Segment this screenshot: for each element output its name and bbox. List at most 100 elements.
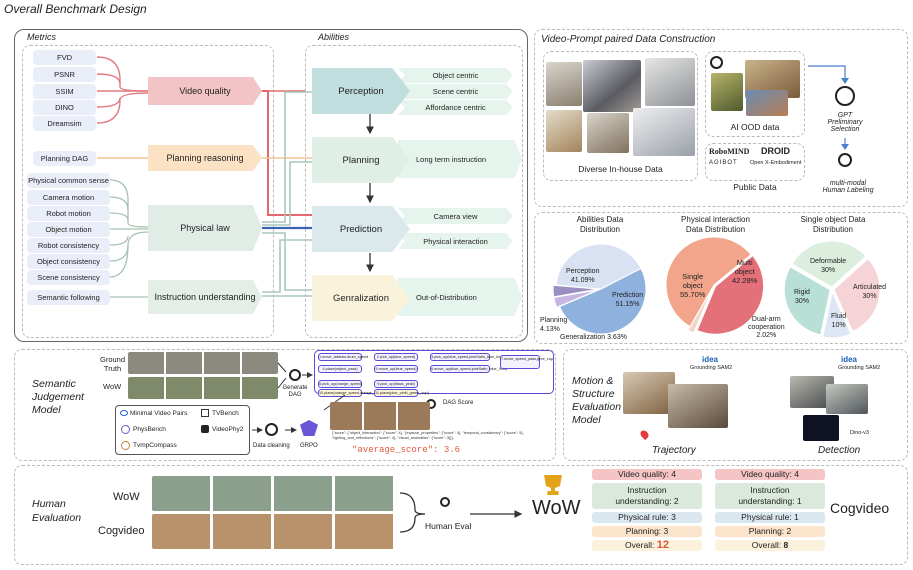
inhouse-image-4 <box>546 110 582 152</box>
inhouse-image-6 <box>633 108 695 156</box>
tvbench-icon <box>201 409 209 417</box>
category-physical-law: Physical law <box>148 205 262 251</box>
grpo-icon <box>300 420 318 436</box>
inhouse-box <box>543 51 698 181</box>
metrics-title: Metrics <box>27 32 56 42</box>
metric-object-consistency: Object consistency <box>27 254 110 269</box>
logo-open-x: Open X-Embodiment <box>750 160 802 166</box>
cog-overall-label: Overall: <box>751 540 784 550</box>
detection-grounding-label: Grounding SAM2 <box>838 365 881 371</box>
gpt-icon <box>835 86 855 106</box>
inhouse-image-1 <box>546 62 582 106</box>
dag-node-7: 7.move_speed_pass,gree_cup <box>500 355 553 369</box>
cog-score-planning: Planning: 2 <box>715 526 825 537</box>
metric-dino: DINO <box>33 100 96 115</box>
perception-sub-affordance: Affordance centric <box>398 100 513 115</box>
ood-label: AI OOD data <box>730 122 780 132</box>
single-label-rigid: Rigid 30% <box>794 289 810 305</box>
metric-robot-consistency: Robot consistency <box>27 238 110 253</box>
abilities-dist-title: Abilities Data Distribution <box>576 215 624 234</box>
ood-box <box>705 51 805 137</box>
wow-score-physical: Physical rule: 3 <box>592 512 702 523</box>
abilities-label-planning: Planning 4.13% <box>540 317 568 333</box>
category-video-quality: Video quality <box>148 77 262 105</box>
pie-slice-dual-arm-cooperation <box>687 288 713 334</box>
motion-title: Motion & Structure Evaluation Model <box>572 375 622 426</box>
semantic-wow-label: WoW <box>103 382 122 391</box>
cog-score-instruction: Instruction understanding: 1 <box>715 483 825 509</box>
data-construction-title: Video-Prompt paired Data Construction <box>541 34 716 45</box>
physical-label-single: Single object 55.70% <box>680 272 706 299</box>
pie-slice-perception <box>555 243 642 290</box>
pie-slice-planning <box>552 284 599 298</box>
abilities-label-prediction: Prediction 51.15% <box>612 292 644 308</box>
human-cogvideo-label: Cogvideo <box>98 525 145 537</box>
wow-score-planning: Planning: 3 <box>592 526 702 537</box>
openai-icon <box>710 56 723 69</box>
perception-sub-object: Object centric <box>398 68 513 83</box>
pie-slice-generalization <box>553 289 599 309</box>
motion-panel <box>563 349 908 461</box>
prediction-sub-camera: Camera view <box>398 208 513 224</box>
dag-node-2: 2.pick_up(blue_speed) <box>374 353 418 361</box>
page-title: Overall Benchmark Design <box>4 2 147 16</box>
human-wow-label: WoW <box>113 491 140 503</box>
distribution-panel <box>534 212 908 344</box>
metric-fvd: FVD <box>33 50 96 65</box>
dag-node-9: 9.pick_up(black_pinkl) <box>374 380 418 388</box>
gt-frames <box>128 352 278 374</box>
pie-slice-multi-object <box>696 254 765 335</box>
cog-overall-value: 8 <box>783 540 789 550</box>
physical-pie <box>665 236 765 335</box>
metric-camera-motion: Camera motion <box>27 190 110 205</box>
ood-image-3 <box>746 90 788 116</box>
metric-dreamsim: Dreamsim <box>33 116 96 131</box>
dag-node-8: 8.pick_up(orange_speed) <box>318 380 363 388</box>
single-object-pie <box>783 240 881 339</box>
human-cog-frames <box>152 514 396 549</box>
wow-frames <box>128 377 278 399</box>
ability-planning: Planning <box>312 137 410 183</box>
ability-generalization: Genralization <box>312 275 410 321</box>
trajectory-idea-logo: idea <box>702 355 719 364</box>
ground-truth-label: Ground Truth <box>100 355 126 373</box>
human-eval-label: Human Eval <box>425 521 472 531</box>
trajectory-image-1 <box>623 372 675 414</box>
cog-score-video: Video quality: 4 <box>715 469 825 480</box>
detection-image-2 <box>826 384 868 414</box>
pie-slice-prediction <box>558 267 647 335</box>
inhouse-image-3 <box>645 58 695 106</box>
dag-node-5: 5.move_up(blue_speed) <box>374 365 418 373</box>
pie-slice-fluid <box>822 290 852 339</box>
pie-slice-single-object <box>665 236 752 328</box>
prediction-sub-physical: Physical interaction <box>398 233 513 249</box>
detection-idea-logo: idea <box>841 355 858 364</box>
trajectory-label: Trajectory <box>652 445 696 456</box>
abilities-label-perception: Perception 41.09% <box>566 268 600 284</box>
human-title: Human Evaluation <box>32 498 82 524</box>
logo-droid: DROID <box>761 146 790 156</box>
physical-label-multi: Multi object 42.28% <box>732 258 758 285</box>
metric-object-motion: Object motion <box>27 222 110 237</box>
public-label: Public Data <box>733 182 777 192</box>
semantic-panel <box>14 349 556 461</box>
metric-robot-motion: Robot motion <box>27 206 110 221</box>
dataset-videophy2: VideoPhy2 <box>212 426 244 433</box>
single-dist-title: Single object Data Distribution <box>800 215 866 234</box>
data-construction-panel <box>534 29 908 207</box>
dag-node-10: 10.place(orange_speed,orange_hold) <box>318 389 383 397</box>
score-json: {"score": {"object_interaction": {"score… <box>332 431 524 440</box>
physical-dist-title: Physical interaction Data Distribution <box>681 215 750 234</box>
datasets-box <box>115 405 250 455</box>
wow-score-overall: Overall: 12 <box>592 540 702 551</box>
single-label-fluid: Fluid 10% <box>831 313 847 329</box>
perception-sub-scene: Scene centric <box>398 84 513 99</box>
tvmpcompass-icon <box>121 441 130 450</box>
dag-container <box>314 350 554 394</box>
metric-semantic-following: Semantic following <box>27 290 110 305</box>
dag-gpt-icon <box>289 369 301 381</box>
single-label-deformable: Deformable 30% <box>810 258 847 274</box>
metric-ssim: SSIM <box>33 84 96 99</box>
dataset-minimal-video-pairs: Minimal Video Pairs <box>130 410 188 417</box>
